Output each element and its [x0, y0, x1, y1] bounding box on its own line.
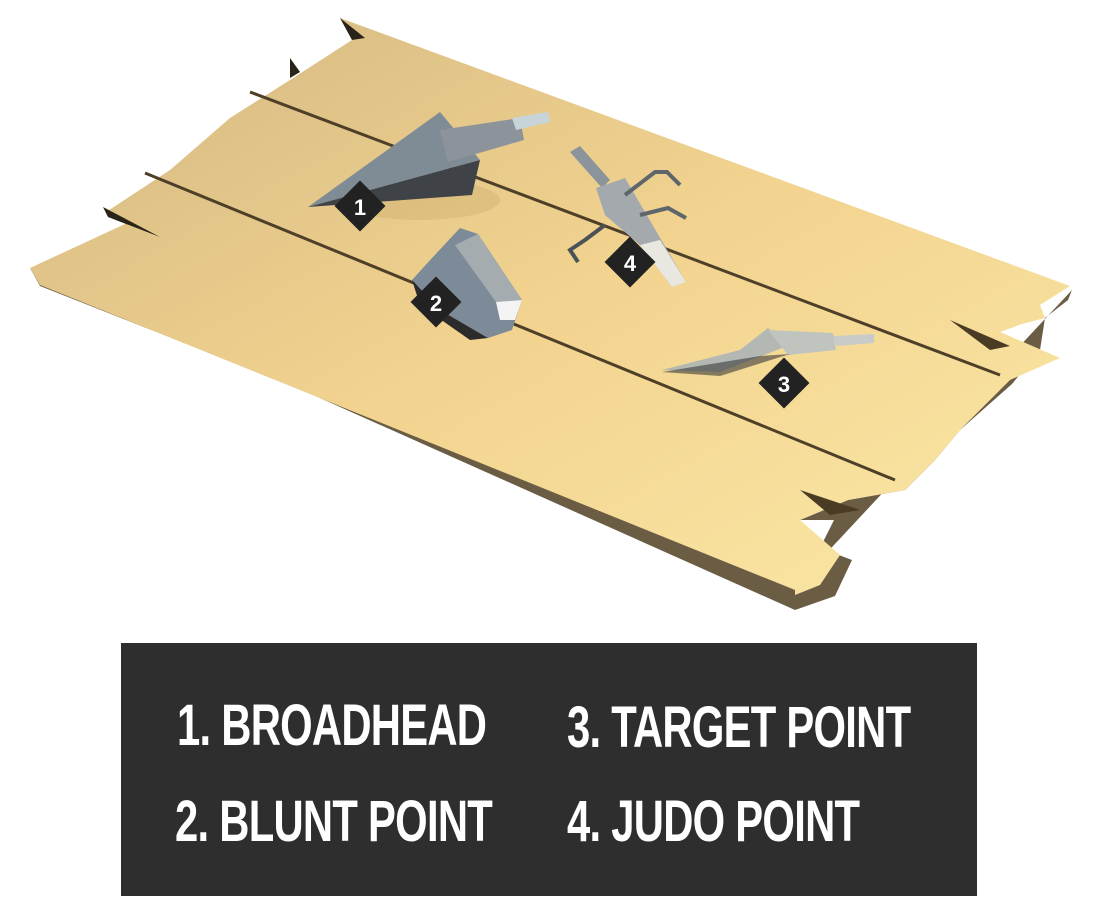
notch — [290, 58, 300, 78]
marker-4: 4 — [604, 236, 656, 288]
svg-text:1: 1 — [354, 195, 366, 220]
plank-groove — [144, 171, 896, 482]
legend-item-broadhead: 1. BROADHEAD — [177, 693, 487, 758]
svg-text:2: 2 — [430, 291, 442, 316]
legend-box: 1. BROADHEAD 2. BLUNT POINT 3. TARGET PO… — [121, 643, 977, 896]
plank-scene: 1 2 3 4 — [30, 18, 1072, 610]
marker-3: 3 — [758, 357, 810, 409]
target-point-arrowhead — [662, 328, 874, 376]
notch — [950, 320, 1010, 350]
notch — [103, 207, 160, 237]
wood-board — [30, 18, 1072, 610]
svg-text:3: 3 — [778, 372, 790, 397]
legend-item-target-point: 3. TARGET POINT — [567, 695, 911, 760]
svg-text:4: 4 — [624, 251, 637, 276]
legend-item-judo-point: 4. JUDO POINT — [567, 789, 860, 854]
notch — [340, 18, 365, 40]
blunt-point-arrowhead — [412, 228, 522, 340]
judo-point-arrowhead — [567, 146, 687, 287]
legend-item-blunt-point: 2. BLUNT POINT — [175, 789, 493, 854]
plank-groove — [249, 90, 1001, 377]
notch — [800, 490, 860, 515]
